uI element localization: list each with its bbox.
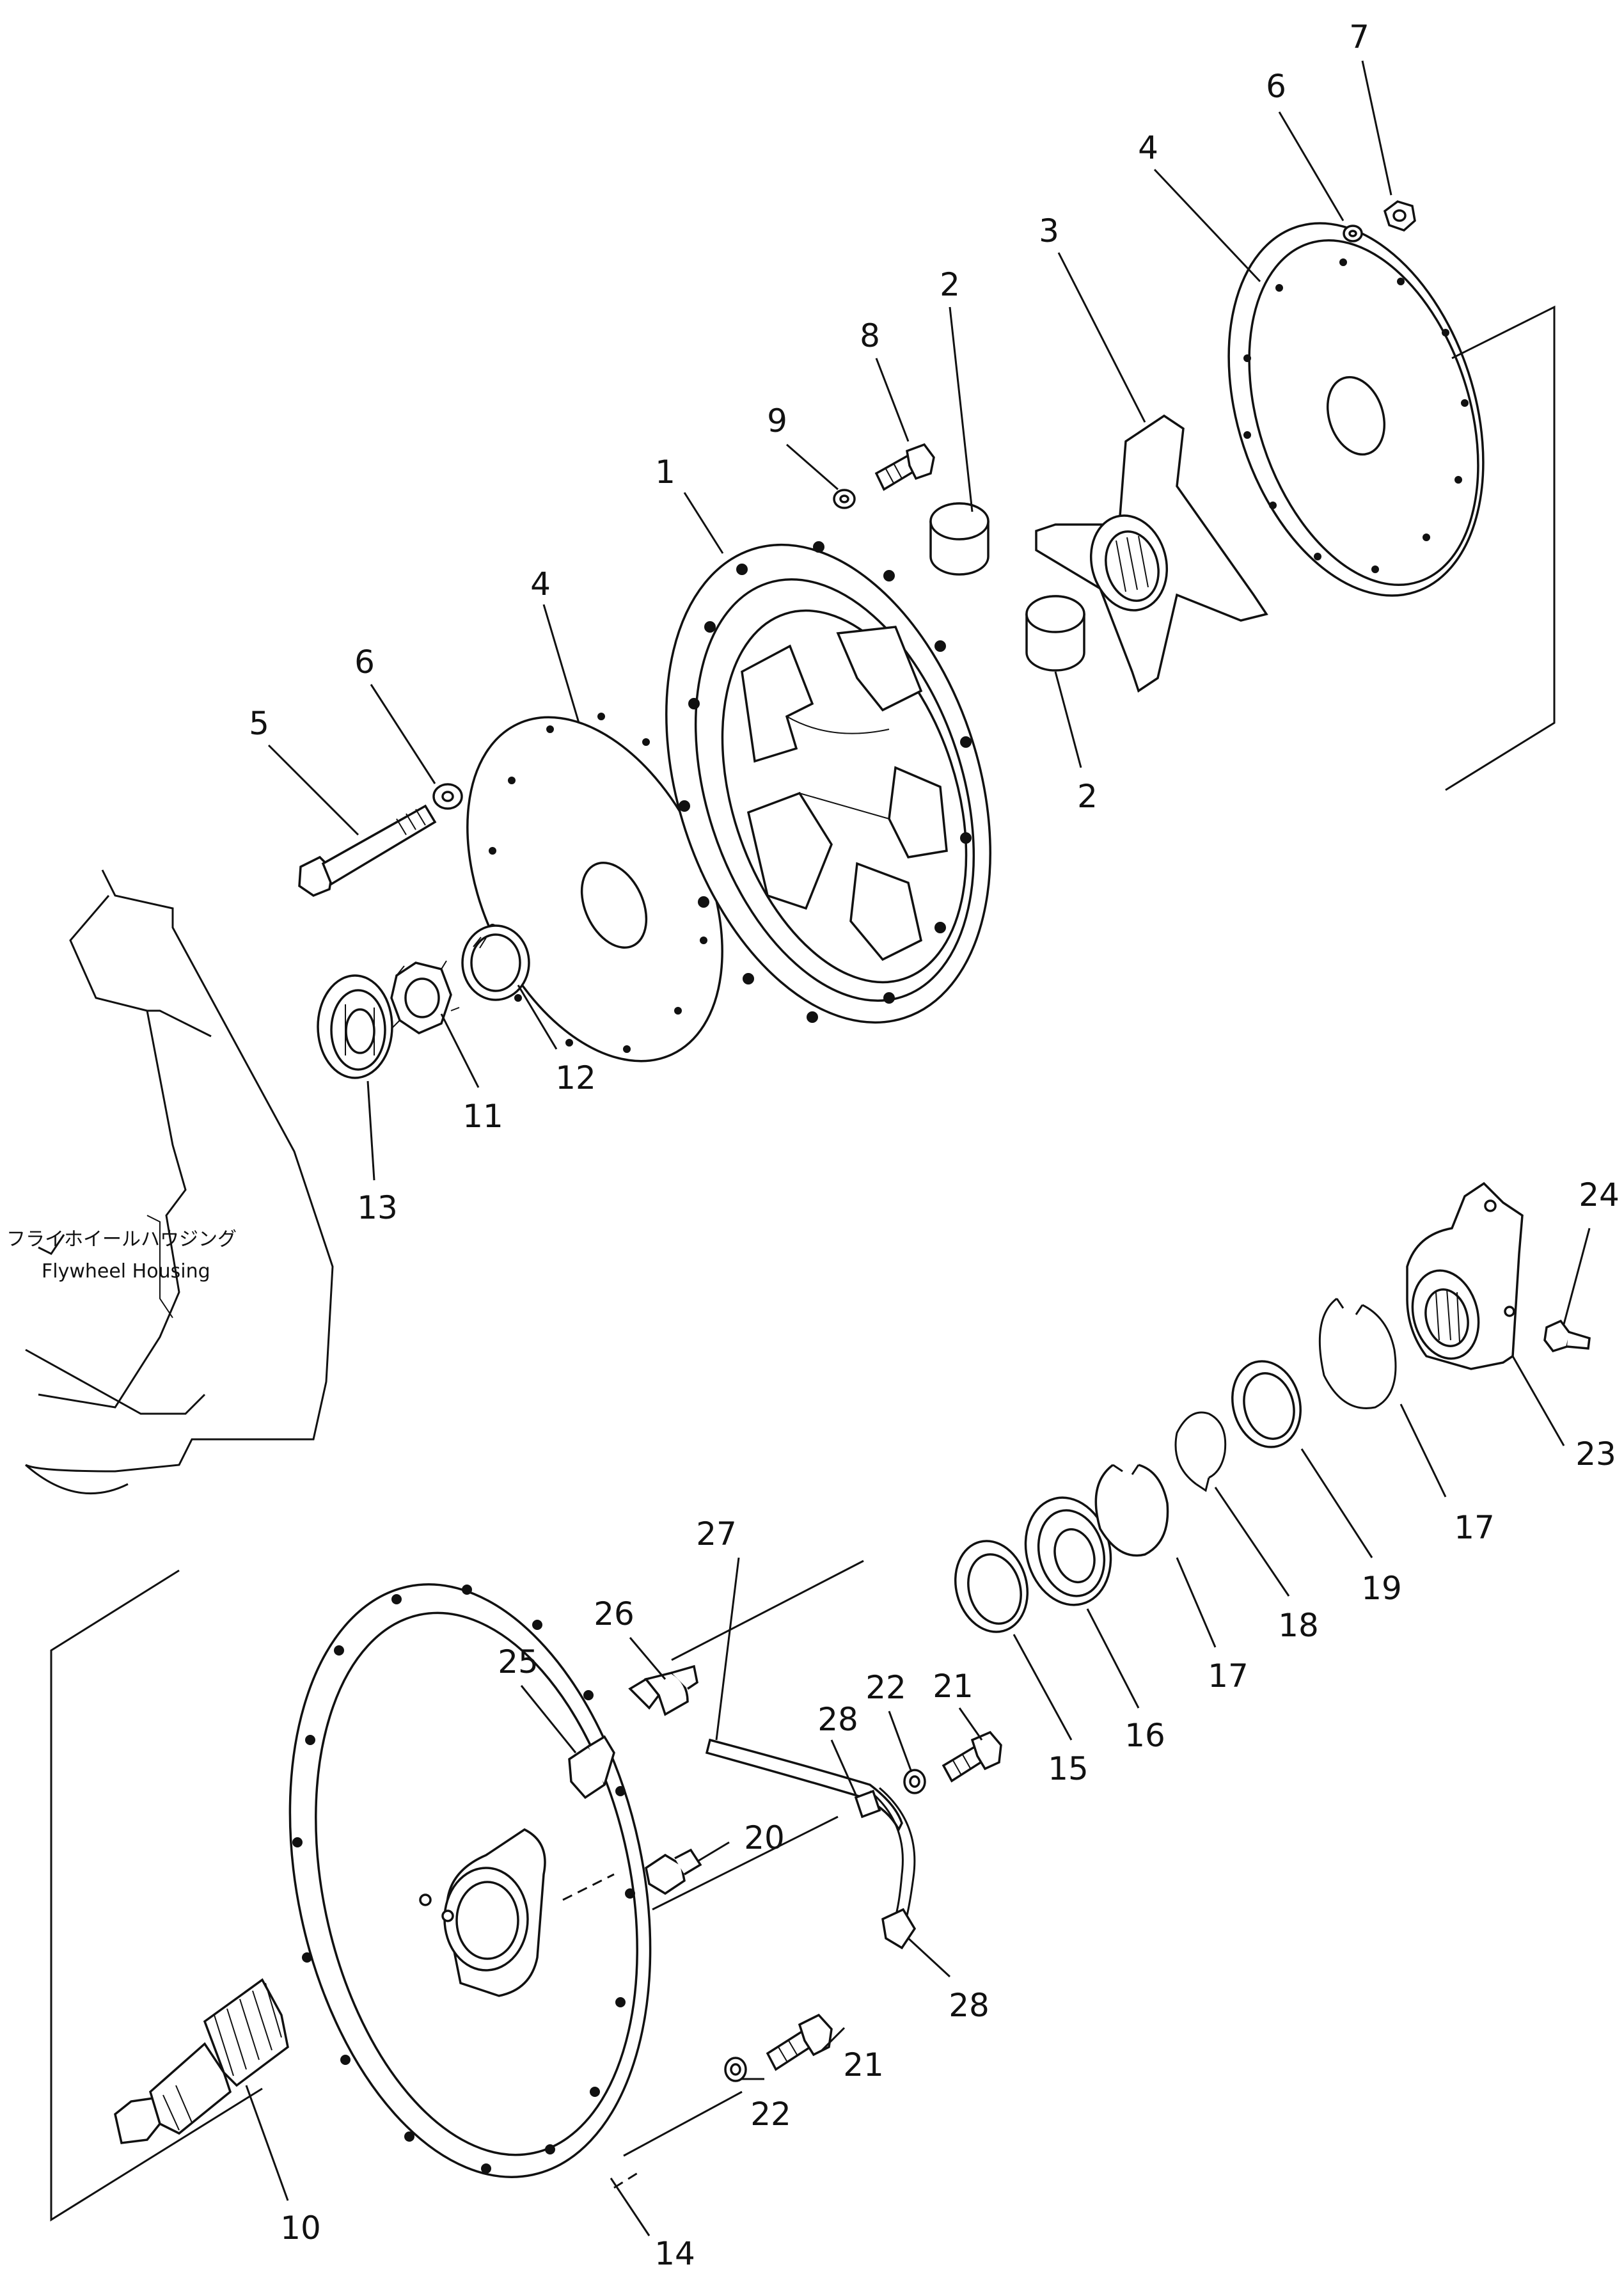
callout-14: 14 <box>654 2235 695 2269</box>
callout-20: 20 <box>744 1819 785 1856</box>
callout-11: 11 <box>462 1098 503 1135</box>
part-nipple-24 <box>1543 1319 1591 1353</box>
part-block-2-lower <box>1025 595 1085 672</box>
part-block-2-upper <box>929 502 989 576</box>
callout-2-upper: 2 <box>940 266 960 303</box>
callout-8: 8 <box>860 317 880 354</box>
callout-28-upper: 28 <box>817 1701 858 1738</box>
callout-26: 26 <box>594 1595 635 1633</box>
part-washer-6-right <box>1343 225 1363 242</box>
part-ring-15 <box>954 1540 1029 1633</box>
part-ring-12 <box>461 924 530 1001</box>
callout-27: 27 <box>696 1515 737 1553</box>
part-clamp-28-upper <box>854 1789 881 1819</box>
part-nut-7 <box>1383 200 1416 232</box>
leader-lines <box>245 60 1591 2236</box>
callout-5: 5 <box>249 705 269 742</box>
callout-18: 18 <box>1278 1607 1319 1644</box>
part-bolt-21-upper <box>942 1730 1002 1783</box>
callout-23: 23 <box>1575 1435 1616 1473</box>
housing-label-jp: フライホイールハウジング <box>6 1228 237 1251</box>
callout-15: 15 <box>1048 1750 1089 1787</box>
callout-28-lower: 28 <box>949 1987 989 2024</box>
callout-17-lower: 17 <box>1208 1657 1249 1695</box>
part-clamp-28-lower <box>881 1908 917 1950</box>
part-snapring-17-upper <box>1318 1297 1397 1409</box>
callout-10: 10 <box>280 2210 321 2247</box>
callout-4-right: 4 <box>1138 129 1158 166</box>
callout-21-lower: 21 <box>843 2046 884 2083</box>
part-washer-22-lower <box>724 2057 747 2082</box>
upper-assembly-bracket <box>1445 305 1556 791</box>
part-washer-6-left <box>432 783 463 810</box>
callout-3: 3 <box>1039 212 1059 249</box>
flywheel-housing <box>25 869 334 1495</box>
callout-24: 24 <box>1579 1176 1620 1214</box>
part-elbow-26 <box>628 1664 698 1716</box>
part-snapring-18 <box>1174 1411 1227 1492</box>
callout-7: 7 <box>1349 19 1369 56</box>
housing-hub <box>419 1828 546 1997</box>
part-spider-3 <box>1035 414 1268 693</box>
callout-25: 25 <box>498 1643 539 1680</box>
part-bearing-16 <box>1024 1496 1112 1606</box>
part-plate-4-right <box>1227 222 1485 597</box>
part-nipple-20 <box>645 1848 702 1895</box>
part-bolt-21-lower <box>766 2013 833 2071</box>
callout-17-upper: 17 <box>1454 1509 1495 1546</box>
part-bolt-5 <box>298 804 437 897</box>
callout-6-left: 6 <box>354 644 375 681</box>
housing-label-en: Flywheel Housing <box>42 1260 210 1283</box>
callout-4-left: 4 <box>530 565 551 603</box>
callout-22-upper: 22 <box>865 1669 906 1706</box>
lower-assembly-bracket <box>50 1569 263 2222</box>
callout-22-lower: 22 <box>750 2096 791 2133</box>
part-shaft-10 <box>114 1978 289 2144</box>
callout-labels: 1 2 2 3 4 4 5 6 6 7 8 9 10 11 12 13 14 1… <box>249 19 1620 2269</box>
part-snapring-17-lower <box>1094 1464 1169 1557</box>
callout-21-upper: 21 <box>933 1668 974 1705</box>
part-coupling-1 <box>665 541 991 1024</box>
part-washer-22-upper <box>903 1769 926 1794</box>
callout-19: 19 <box>1361 1570 1402 1607</box>
callout-13: 13 <box>357 1189 398 1226</box>
callout-1: 1 <box>655 454 675 491</box>
part-locknut-11 <box>390 960 460 1034</box>
part-ring-19 <box>1231 1360 1302 1448</box>
part-bearing-13 <box>317 974 393 1079</box>
callout-2-lower: 2 <box>1077 778 1098 815</box>
part-tube-27 <box>705 1738 916 1929</box>
part-washer-9 <box>833 489 856 509</box>
part-fitting-25 <box>568 1735 615 1799</box>
callout-12: 12 <box>555 1059 596 1096</box>
callout-6-right: 6 <box>1266 68 1286 105</box>
callout-16: 16 <box>1124 1717 1165 1754</box>
part-plate-4-left <box>466 713 723 1063</box>
part-bolt-8 <box>874 443 935 491</box>
callout-9: 9 <box>767 402 787 439</box>
part-flange-23 <box>1406 1182 1524 1370</box>
